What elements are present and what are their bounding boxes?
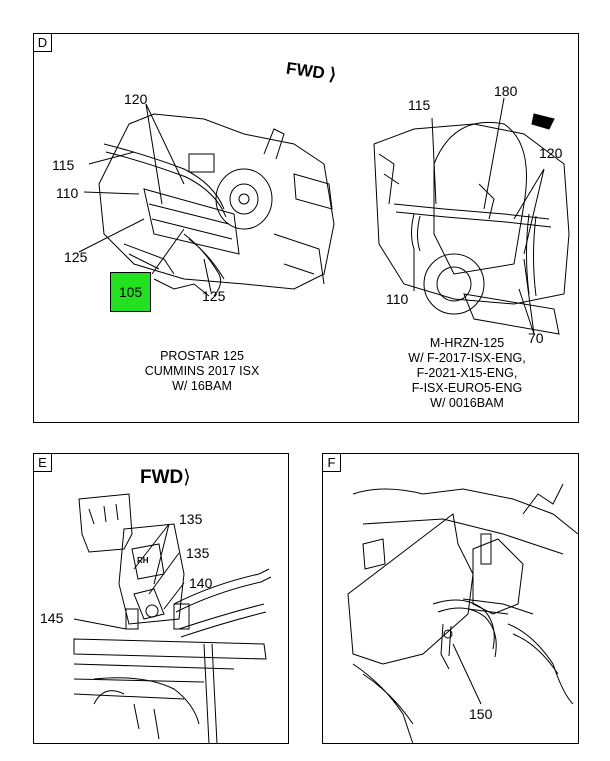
- panel-d-illustration: [78, 97, 570, 335]
- caption-hrzn: M-HRZN-125 W/ F-2017-ISX-ENG, F-2021-X15…: [392, 336, 542, 411]
- fwd-text: FWD: [284, 58, 326, 83]
- highlight-callout-105: 105: [110, 272, 151, 312]
- callout-110: 110: [56, 185, 79, 201]
- callout-125: 125: [64, 249, 88, 265]
- callout-180: 180: [494, 83, 518, 99]
- panel-d-letter: D: [34, 34, 52, 52]
- caption-line: F-2021-X15-ENG,: [416, 366, 518, 380]
- callout-120: 120: [124, 91, 148, 107]
- callout-115-right: 115: [408, 97, 431, 113]
- caption-line: W/ 16BAM: [172, 379, 232, 393]
- callout-115: 115: [52, 157, 75, 173]
- caption-line: W/ F-2017-ISX-ENG,: [408, 351, 526, 365]
- callout-145: 145: [40, 610, 64, 626]
- caption-line: W/ 0016BAM: [430, 396, 504, 410]
- panel-e: E FWD⟩ 135 135 140: [33, 453, 289, 745]
- callout-120-right: 120: [539, 145, 563, 161]
- caption-line: M-HRZN-125: [429, 336, 505, 350]
- callout-140: 140: [189, 575, 213, 591]
- panel-f-illustration: [347, 483, 579, 745]
- panel-f: F 150: [322, 453, 579, 745]
- callout-125-lower: 125: [202, 288, 226, 304]
- panel-f-letter: F: [323, 454, 341, 472]
- callout-135: 135: [179, 511, 203, 527]
- panel-e-letter: E: [34, 454, 52, 472]
- caption-prostar: PROSTAR 125 CUMMINS 2017 ISX W/ 16BAM: [134, 349, 270, 394]
- fwd-arrow-icon: ⟩: [183, 467, 191, 488]
- callout-70: 70: [528, 330, 544, 346]
- caption-line: F-ISX-EURO5-ENG: [411, 381, 523, 395]
- panel-e-illustration: [73, 493, 272, 745]
- caption-line: CUMMINS 2017 ISX: [144, 364, 260, 378]
- fwd-label-e: FWD⟩: [140, 466, 191, 489]
- rh-label: RH: [137, 556, 149, 565]
- fwd-text: FWD: [140, 467, 184, 488]
- callout-135-lower: 135: [186, 545, 210, 561]
- callout-150: 150: [469, 706, 493, 722]
- panel-d: D: [33, 33, 579, 423]
- callout-110-right: 110: [386, 291, 409, 307]
- caption-line: PROSTAR 125: [160, 349, 244, 363]
